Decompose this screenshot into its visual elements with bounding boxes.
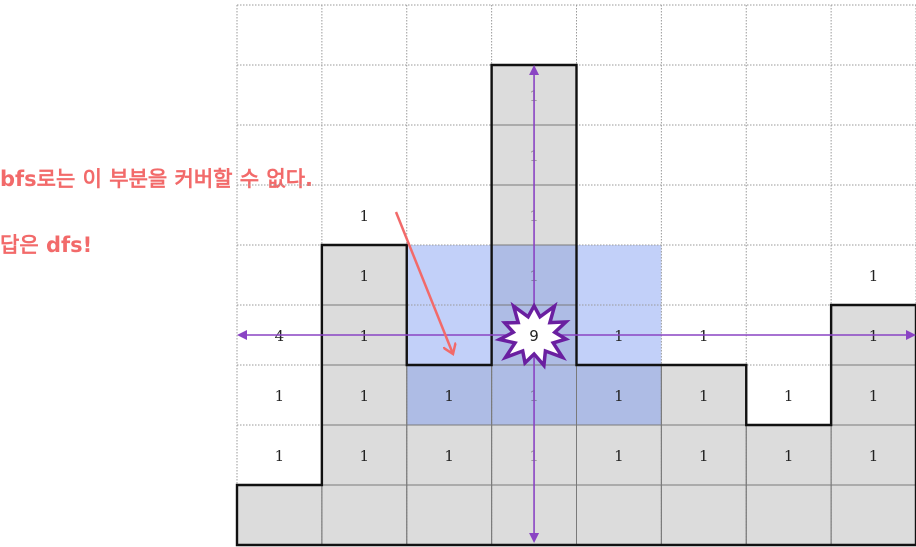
block-cell bbox=[406, 485, 492, 545]
cell-number: 1 bbox=[699, 327, 709, 345]
burst-shape bbox=[494, 301, 571, 370]
annotation-arrow bbox=[394, 211, 453, 354]
skyline-outline bbox=[235, 63, 916, 547]
cell-number: 1 bbox=[444, 447, 454, 465]
cell-number: 1 bbox=[784, 387, 794, 405]
block-cell bbox=[321, 485, 407, 545]
cell-number: 1 bbox=[869, 327, 879, 345]
block-cell bbox=[661, 485, 747, 545]
block-cell bbox=[321, 245, 407, 305]
highlight-cell bbox=[576, 245, 662, 305]
block-cell bbox=[661, 425, 747, 485]
cell-number: 1 bbox=[614, 447, 624, 465]
block-cell bbox=[576, 425, 662, 485]
cell-number: 1 bbox=[360, 447, 370, 465]
cell-number: 1 bbox=[360, 327, 370, 345]
block-cell bbox=[831, 425, 916, 485]
block-cell bbox=[746, 485, 832, 545]
cell-number: 1 bbox=[869, 267, 879, 285]
cell-number: 1 bbox=[275, 387, 285, 405]
block-cell bbox=[746, 425, 832, 485]
highlight-cell bbox=[576, 365, 662, 425]
highlight-cell bbox=[406, 245, 492, 305]
cell-number: 1 bbox=[360, 387, 370, 405]
cell-number: 1 bbox=[869, 387, 879, 405]
cell-number: 1 bbox=[444, 387, 454, 405]
block-cell bbox=[237, 485, 322, 545]
block-cell bbox=[321, 365, 407, 425]
block-cell bbox=[576, 365, 662, 425]
cell-number: 1 bbox=[360, 207, 370, 225]
annotation-text-line1: bfs로는 이 부분을 커버할 수 없다. bbox=[0, 167, 314, 191]
cell-number: 1 bbox=[275, 447, 285, 465]
block-cell bbox=[406, 365, 492, 425]
cell-number: 1 bbox=[869, 447, 879, 465]
cell-number: 1 bbox=[699, 447, 709, 465]
block-cell bbox=[406, 425, 492, 485]
cell-number: 1 bbox=[784, 447, 794, 465]
block-cell bbox=[831, 365, 916, 425]
block-cell bbox=[321, 425, 407, 485]
cell-number: 1 bbox=[360, 267, 370, 285]
cell-number: 4 bbox=[275, 327, 285, 345]
cell-number: 1 bbox=[699, 387, 709, 405]
cell-number: 1 bbox=[614, 387, 624, 405]
block-cell bbox=[576, 485, 662, 545]
block-cell bbox=[661, 365, 747, 425]
highlight-cell bbox=[406, 365, 492, 425]
annotation-text-line2: 답은 dfs! bbox=[0, 233, 93, 257]
cell-number: 1 bbox=[614, 327, 624, 345]
burst-value: 9 bbox=[529, 327, 539, 345]
block-cell bbox=[831, 485, 916, 545]
